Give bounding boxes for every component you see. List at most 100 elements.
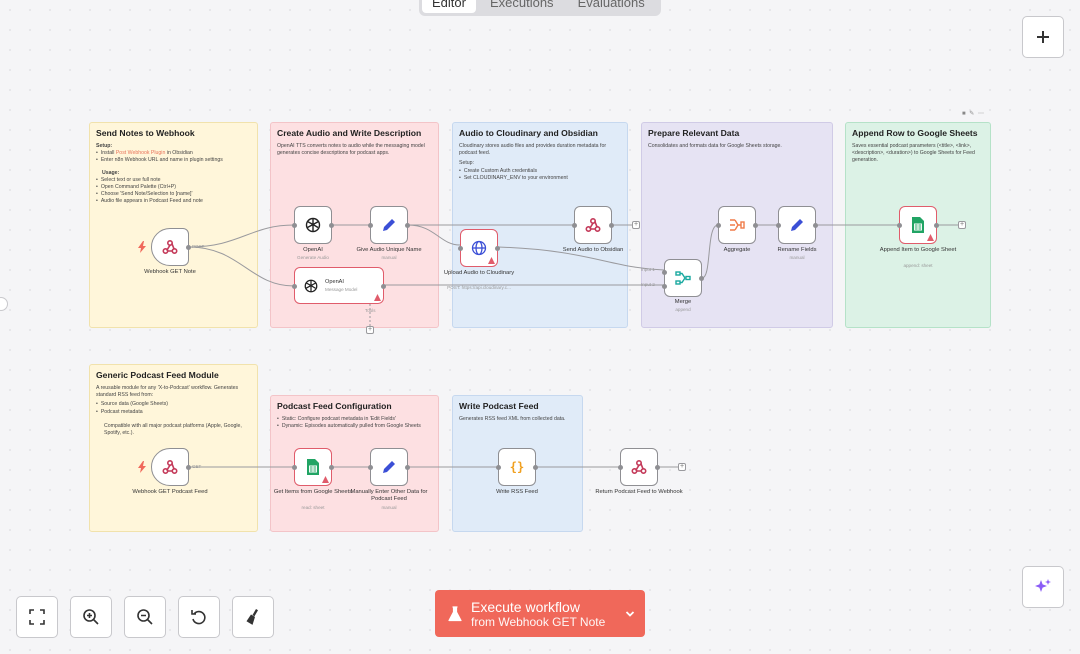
output-handle[interactable]	[329, 223, 334, 228]
output-handle[interactable]	[699, 276, 704, 281]
sticky-title: Generic Podcast Feed Module	[96, 370, 219, 380]
add-connection-button[interactable]: +	[678, 463, 686, 471]
sticky-item: Source data (Google Sheets)	[96, 401, 251, 408]
aggregate-icon	[730, 219, 745, 231]
sticky-text: OpenAI TTS converts notes to audio while…	[277, 143, 425, 157]
sticky-title: Send Notes to Webhook	[96, 128, 195, 138]
node-webhook-get-podcast-feed[interactable]	[138, 448, 191, 486]
output-handle[interactable]	[405, 223, 410, 228]
warning-icon	[488, 257, 495, 264]
node-send-audio-obsidian[interactable]	[572, 206, 614, 244]
node-give-audio-unique-name[interactable]	[368, 206, 410, 244]
sticky-setup-heading: Setup:	[96, 143, 113, 149]
add-tool-button[interactable]: +	[366, 326, 374, 334]
sticky-setup-heading: Setup:	[459, 160, 474, 167]
fit-view-button[interactable]	[16, 596, 58, 638]
input-handle[interactable]	[292, 284, 297, 289]
input-handle[interactable]	[897, 223, 902, 228]
ai-assistant-button[interactable]	[1022, 566, 1064, 608]
node-upload-cloudinary[interactable]	[458, 229, 500, 267]
output-handle[interactable]	[329, 465, 334, 470]
node-label: Webhook GET Podcast Feed	[132, 489, 208, 495]
reset-zoom-button[interactable]	[178, 596, 220, 638]
node-label: Aggregate	[723, 247, 751, 253]
output-handle[interactable]	[186, 465, 191, 470]
pencil-icon	[383, 461, 395, 473]
node-subtitle: read: sheet	[301, 505, 325, 510]
input-handle[interactable]	[572, 223, 577, 228]
add-connection-button[interactable]: +	[632, 221, 640, 229]
output-handle[interactable]	[934, 223, 939, 228]
edge	[407, 224, 461, 246]
zoom-in-icon	[83, 609, 99, 625]
zoom-out-button[interactable]	[124, 596, 166, 638]
zoom-in-button[interactable]	[70, 596, 112, 638]
node-manually-enter-data[interactable]	[368, 448, 410, 486]
sticky-usage-item: Select text or use full note	[96, 177, 251, 184]
input-handle[interactable]	[662, 270, 667, 275]
node-append-google-sheet[interactable]	[897, 206, 939, 244]
tab-executions[interactable]: Executions	[489, 0, 554, 10]
output-handle[interactable]	[533, 465, 538, 470]
input-handle[interactable]	[292, 465, 297, 470]
chevron-down-icon[interactable]	[625, 609, 635, 619]
node-aggregate[interactable]	[716, 206, 758, 244]
edge-label: Tools	[365, 308, 376, 313]
node-label: Upload Audio to Cloudinary	[443, 270, 515, 276]
output-handle[interactable]	[655, 465, 660, 470]
openai-icon	[304, 279, 318, 292]
node-label: Give Audio Unique Name	[356, 247, 422, 253]
add-node-button[interactable]	[1022, 16, 1064, 58]
node-subtitle: manual	[789, 255, 805, 260]
sticky-text: Generates RSS feed XML from collected da…	[459, 416, 566, 422]
output-handle[interactable]	[753, 223, 758, 228]
node-return-podcast-feed[interactable]	[618, 448, 660, 486]
sticky-title: Append Row to Google Sheets	[852, 128, 978, 138]
node-subtitle: append: sheet	[903, 263, 933, 268]
input-handle[interactable]	[716, 223, 721, 228]
execute-workflow-button[interactable]: Execute workflow from Webhook GET Note	[435, 590, 645, 637]
node-write-rss-feed[interactable]: {}	[496, 448, 538, 486]
node-webhook-get-note[interactable]	[138, 228, 191, 266]
input-handle[interactable]	[662, 284, 667, 289]
sticky-text: Cloudinary stores audio files and provid…	[459, 143, 607, 157]
output-handle[interactable]	[381, 284, 386, 289]
node-openai-generate-audio[interactable]	[292, 206, 334, 244]
input-handle[interactable]	[618, 465, 623, 470]
node-merge[interactable]	[662, 259, 704, 297]
input-handle[interactable]	[496, 465, 501, 470]
input-handle[interactable]	[292, 223, 297, 228]
plugin-link[interactable]: Post Webhook Plugin	[115, 150, 166, 157]
node-get-items-google-sheets[interactable]	[292, 448, 334, 486]
input-handle[interactable]	[368, 223, 373, 228]
tidy-up-button[interactable]	[232, 596, 274, 638]
tab-evaluations[interactable]: Evaluations	[577, 0, 645, 10]
output-handle[interactable]	[405, 465, 410, 470]
view-tabs: Editor Executions Evaluations	[419, 0, 661, 16]
sticky-send-notes: Send Notes to Webhook Setup: Install Pos…	[89, 122, 258, 328]
node-label: Write RSS Feed	[496, 489, 538, 495]
zoom-out-icon	[137, 609, 153, 625]
flask-icon	[448, 605, 462, 621]
input-handle[interactable]	[368, 465, 373, 470]
node-label: Append Item to Google Sheet	[879, 247, 957, 253]
node-rename-fields[interactable]	[776, 206, 818, 244]
node-label: Manually Enter Other Data for Podcast Fe…	[350, 489, 428, 502]
output-handle[interactable]	[495, 246, 500, 251]
tab-editor[interactable]: Editor	[422, 0, 476, 13]
output-handle[interactable]	[186, 245, 191, 250]
node-subtitle: manual	[381, 505, 397, 510]
input-handle[interactable]	[458, 246, 463, 251]
sticky-title: Audio to Cloudinary and Obsidian	[459, 128, 598, 138]
input-handle[interactable]	[776, 223, 781, 228]
plus-icon	[1037, 31, 1049, 43]
node-label: Rename Fields	[777, 247, 817, 253]
edge-label: Input 1	[641, 267, 655, 272]
code-braces-icon: {}	[509, 460, 525, 474]
warning-icon	[374, 294, 381, 301]
sticky-toolbar[interactable]: ■ ✎ ⋯	[962, 111, 985, 117]
output-handle[interactable]	[609, 223, 614, 228]
output-handle[interactable]	[813, 223, 818, 228]
add-connection-button[interactable]: +	[958, 221, 966, 229]
